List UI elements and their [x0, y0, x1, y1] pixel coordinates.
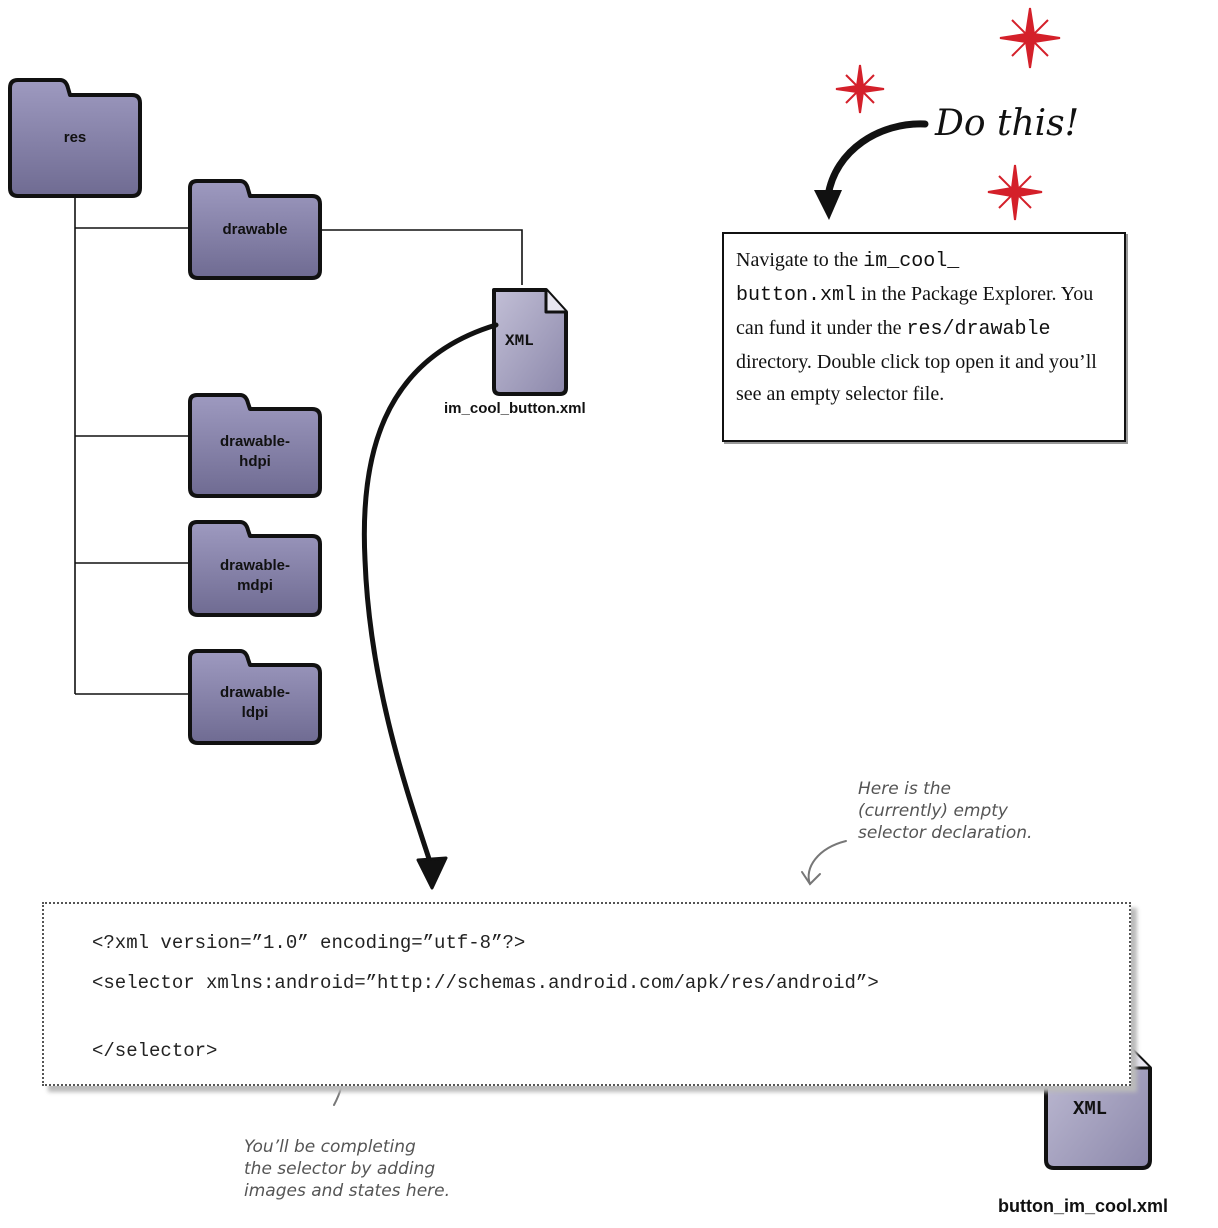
folder-label-ldpi-line2: ldpi	[241, 704, 269, 721]
folder-label-drawable: drawable	[222, 221, 288, 238]
xml-file-1-tag: XML	[505, 332, 534, 350]
folder-label-ldpi-line1: drawable-	[219, 684, 291, 701]
flow-arrow-to-code	[361, 322, 499, 890]
folder-label-hdpi-line2: hdpi	[239, 453, 271, 470]
folder-label-ldpi: drawable- ldpi	[190, 683, 320, 723]
folder-label-mdpi-line2: mdpi	[237, 577, 273, 594]
folder-label-hdpi: drawable- hdpi	[190, 432, 320, 472]
folder-icon-hdpi	[188, 393, 322, 498]
instruction-box: Navigate to the im_cool_ button.xml in th…	[722, 232, 1126, 442]
note-top-line1: Here is the	[858, 779, 951, 799]
folder-label-mdpi: drawable- mdpi	[190, 556, 320, 596]
folder-icon-drawable	[188, 179, 322, 280]
folder-label-mdpi-line1: drawable-	[219, 557, 291, 574]
folder-label-hdpi-line1: drawable-	[219, 433, 291, 450]
note-top-line2: (currently) empty	[858, 801, 1008, 821]
tree-connectors	[74, 188, 523, 695]
xml-file-icon-1	[492, 288, 568, 396]
do-this-arrow	[814, 120, 929, 220]
folder-icon-res	[8, 78, 142, 198]
note-bottom-line3: images and states here.	[244, 1181, 451, 1201]
code-listing: <?xml version=”1.0” encoding=”utf-8”?> <…	[42, 902, 1131, 1086]
instruction-text: Navigate to the im_cool_ button.xml in th…	[736, 244, 1116, 410]
note-bottom-line1: You’ll be completing	[244, 1137, 416, 1157]
folder-label-res: res	[63, 129, 87, 146]
xml-file-1-name: im_cool_button.xml	[444, 400, 586, 417]
sparkle-icon-2	[835, 64, 885, 114]
instruction-text-part2: in the Package Explorer. You can fund it…	[736, 283, 1094, 339]
instruction-code-path: res/drawable	[906, 318, 1051, 341]
code-line-3: </selector>	[92, 1040, 218, 1062]
code-line-2: <selector xmlns:android=”http://schemas.…	[92, 972, 879, 994]
note-arrow-top	[801, 840, 847, 886]
xml-file-2-tag: XML	[1073, 1098, 1108, 1120]
folder-icon-ldpi	[188, 649, 322, 745]
do-this-title: Do this!	[935, 103, 1080, 144]
sparkle-icon-1	[999, 7, 1061, 69]
note-bottom-line2: the selector by adding	[244, 1159, 436, 1179]
instruction-text-part3: directory. Double click top open it and …	[736, 351, 1097, 405]
xml-file-2-name: button_im_cool.xml	[998, 1196, 1169, 1216]
note-top: Here is the (currently) empty selector d…	[858, 778, 1032, 844]
code-line-1: <?xml version=”1.0” encoding=”utf-8”?>	[92, 932, 526, 954]
sparkle-icon-3	[987, 164, 1043, 221]
instruction-code-filename-b: button.xml	[736, 284, 857, 307]
instruction-code-filename-a: im_cool_	[863, 250, 960, 273]
folder-icon-mdpi	[188, 520, 322, 617]
note-bottom: You’ll be completing the selector by add…	[244, 1136, 450, 1202]
instruction-text-part1: Navigate to the	[736, 249, 864, 271]
note-top-line3: selector declaration.	[858, 823, 1033, 843]
